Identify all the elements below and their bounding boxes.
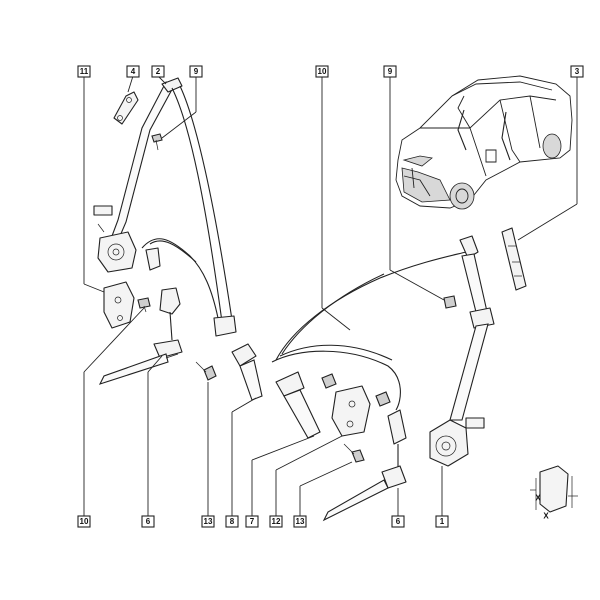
callout-8: 8 xyxy=(225,515,239,528)
svg-text:4: 4 xyxy=(131,67,136,76)
right-belt-assembly xyxy=(322,227,527,522)
inset-label-x2: X xyxy=(543,512,549,521)
centre-belt-assembly xyxy=(271,251,467,439)
left-buckle-stalk xyxy=(159,287,181,315)
svg-text:11: 11 xyxy=(80,67,89,76)
callout-1: 1 xyxy=(435,515,449,528)
svg-text:10: 10 xyxy=(80,517,89,526)
centre-mounting-plate xyxy=(331,385,371,437)
callout-7: 7 xyxy=(245,515,259,528)
callout-10-lower: 10 xyxy=(77,515,91,528)
svg-text:9: 9 xyxy=(388,67,393,76)
svg-text:6: 6 xyxy=(146,517,151,526)
callout-9-upper-left: 9 xyxy=(189,65,203,78)
svg-text:2: 2 xyxy=(156,67,161,76)
left-belt-assembly xyxy=(93,77,263,401)
callout-6-right: 6 xyxy=(391,515,405,528)
centre-buckle-tongue xyxy=(275,371,305,397)
svg-text:1: 1 xyxy=(440,517,445,526)
height-adjuster-rail xyxy=(501,227,527,291)
detail-inset: X X xyxy=(530,465,578,521)
left-retractor xyxy=(97,231,137,273)
left-lower-bracket xyxy=(103,281,135,329)
callout-2: 2 xyxy=(151,65,165,78)
svg-text:12: 12 xyxy=(272,517,281,526)
right-buckle xyxy=(387,409,407,445)
left-buckle-tongue xyxy=(231,343,257,367)
callout-13-left: 13 xyxy=(201,515,215,528)
leader-lines xyxy=(83,75,578,516)
callout-12: 12 xyxy=(269,515,283,528)
callout-13-right: 13 xyxy=(293,515,307,528)
upper-guide-bracket xyxy=(113,91,139,125)
callout-3: 3 xyxy=(570,65,584,78)
vehicle-illustration xyxy=(395,75,573,210)
svg-text:13: 13 xyxy=(296,517,305,526)
svg-text:7: 7 xyxy=(250,517,255,526)
svg-text:3: 3 xyxy=(575,67,580,76)
svg-text:6: 6 xyxy=(396,517,401,526)
svg-text:10: 10 xyxy=(318,67,327,76)
callout-9-upper-right: 9 xyxy=(383,65,397,78)
callout-11: 11 xyxy=(77,65,91,78)
inset-label-x: X xyxy=(535,494,541,503)
svg-text:9: 9 xyxy=(194,67,199,76)
svg-text:8: 8 xyxy=(230,517,235,526)
svg-text:13: 13 xyxy=(204,517,213,526)
callout-4: 4 xyxy=(126,65,140,78)
callout-10-upper: 10 xyxy=(315,65,329,78)
upper-anchor xyxy=(459,235,479,259)
callout-6-left: 6 xyxy=(141,515,155,528)
